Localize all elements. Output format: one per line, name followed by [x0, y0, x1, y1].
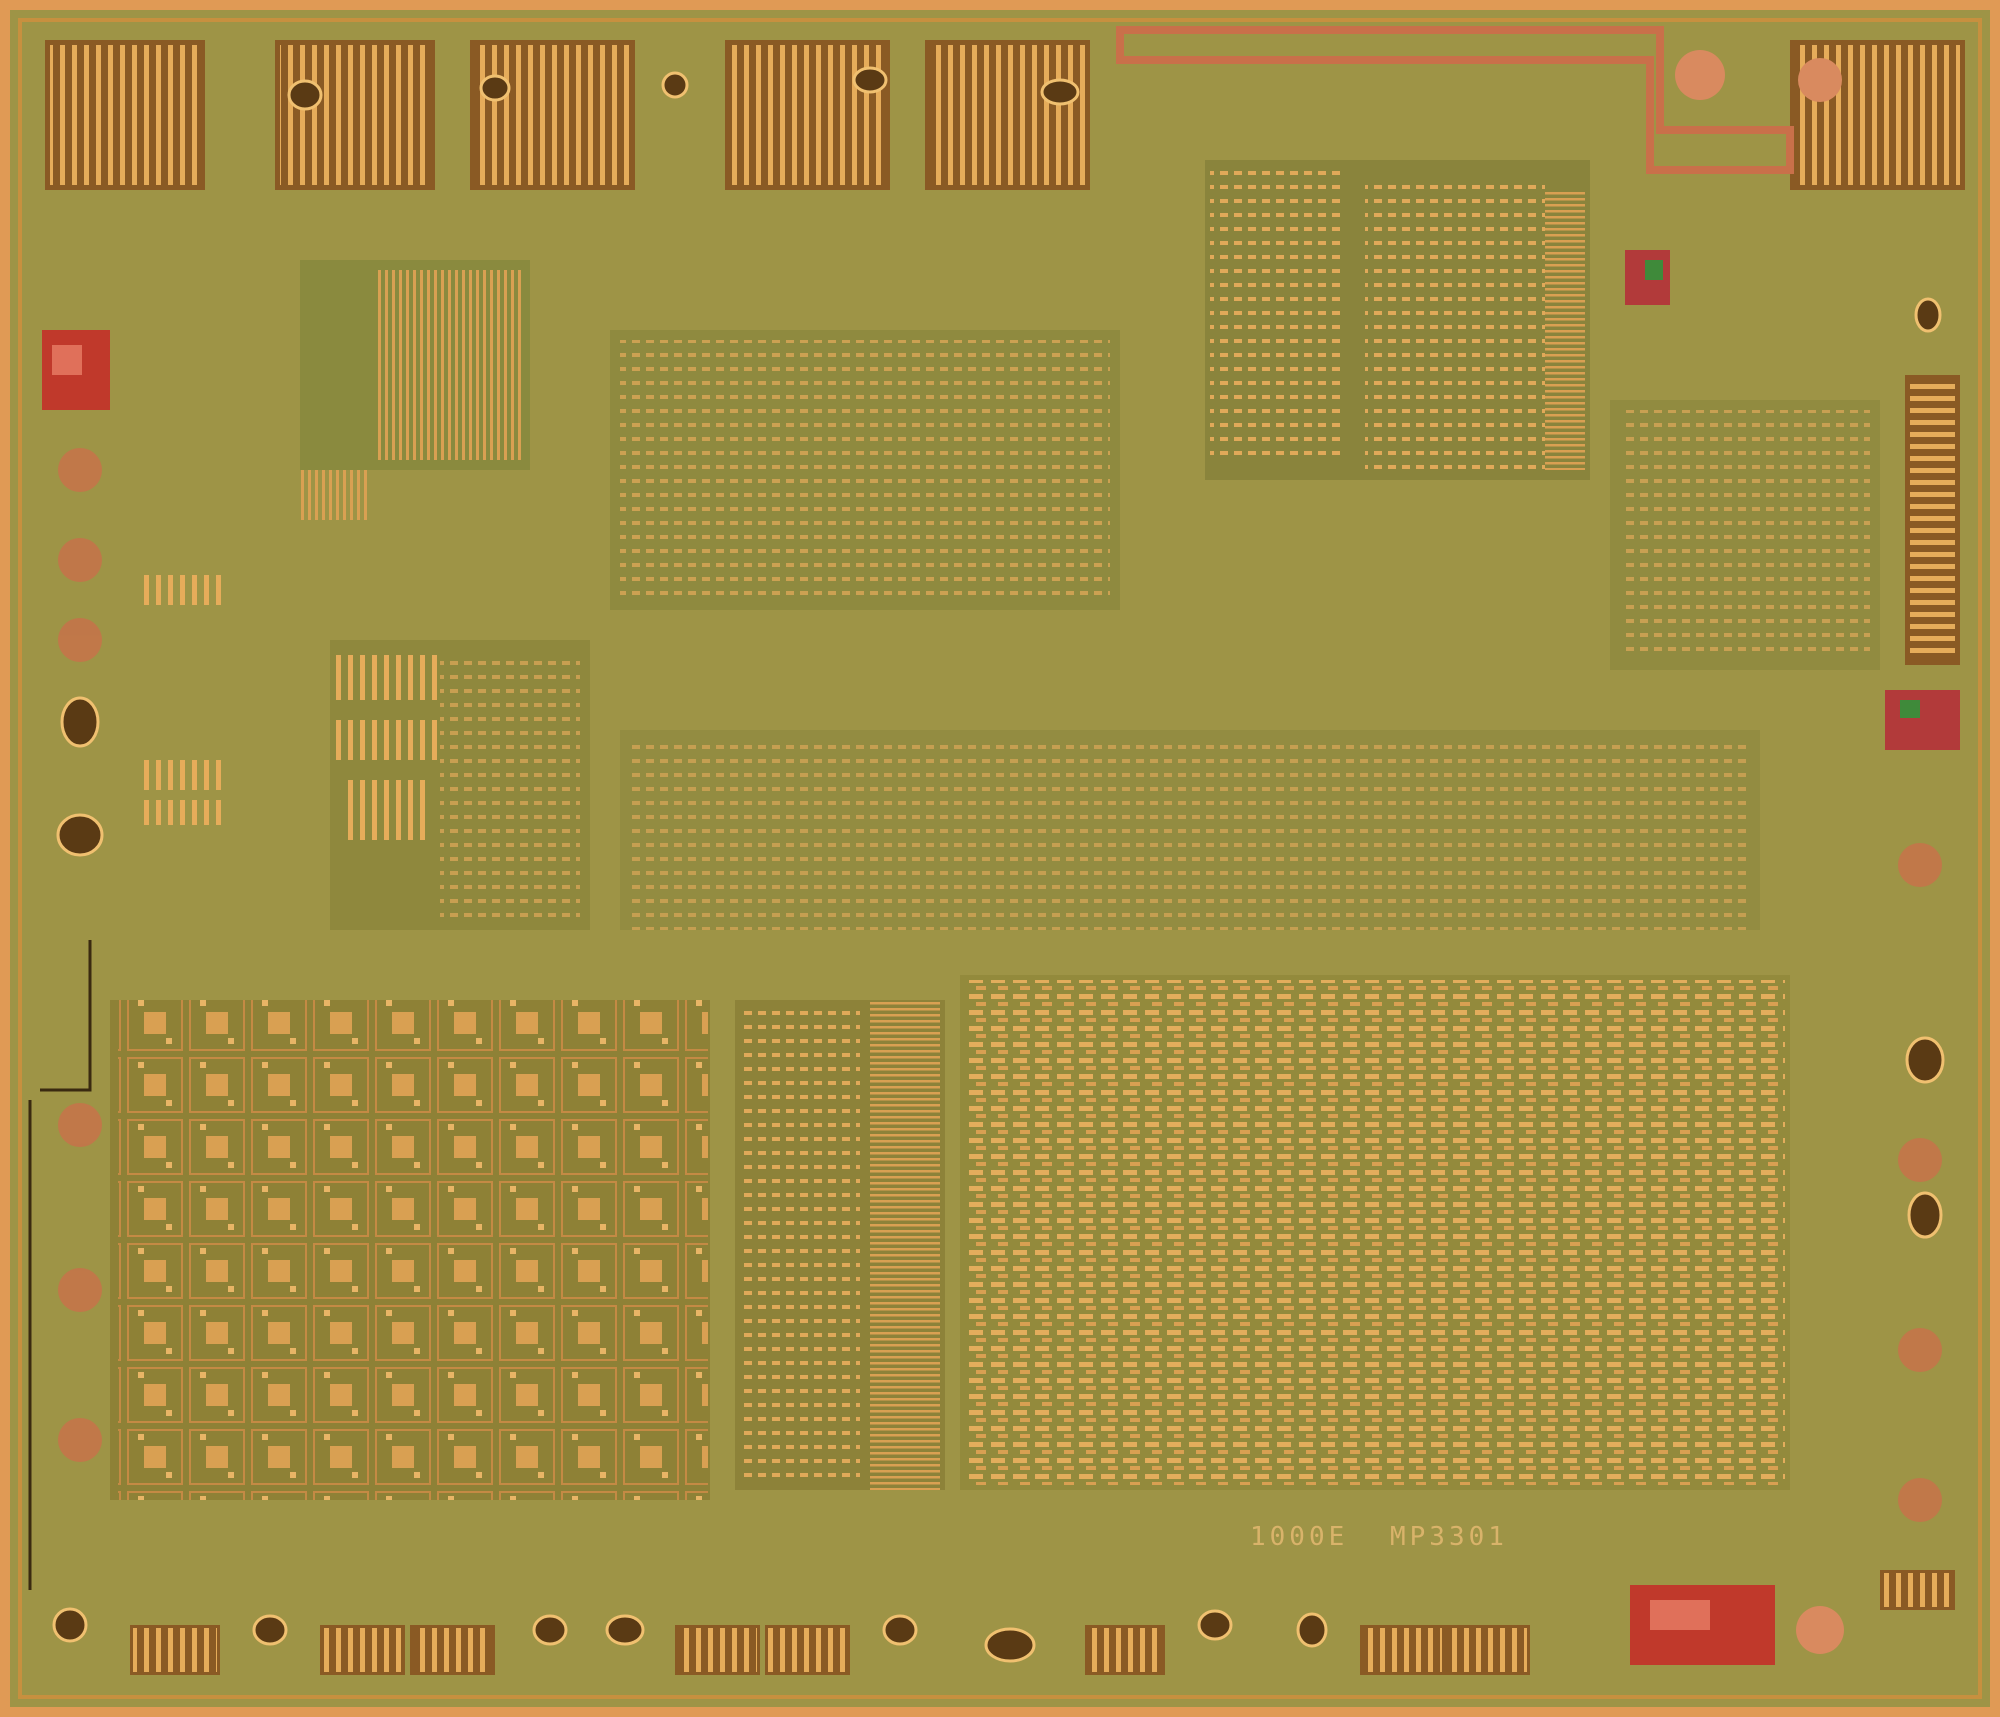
top-pad-structures	[45, 26, 1965, 190]
die-marking-mirrored: 1000E	[1250, 1522, 1348, 1552]
side-pads	[58, 448, 1942, 1522]
die-marking-part: MP3301	[1390, 1522, 1508, 1552]
bond-ball-debris	[52, 66, 1945, 1663]
damaged-regions	[42, 250, 1960, 1665]
bottom-pad-structures	[130, 1570, 1955, 1675]
